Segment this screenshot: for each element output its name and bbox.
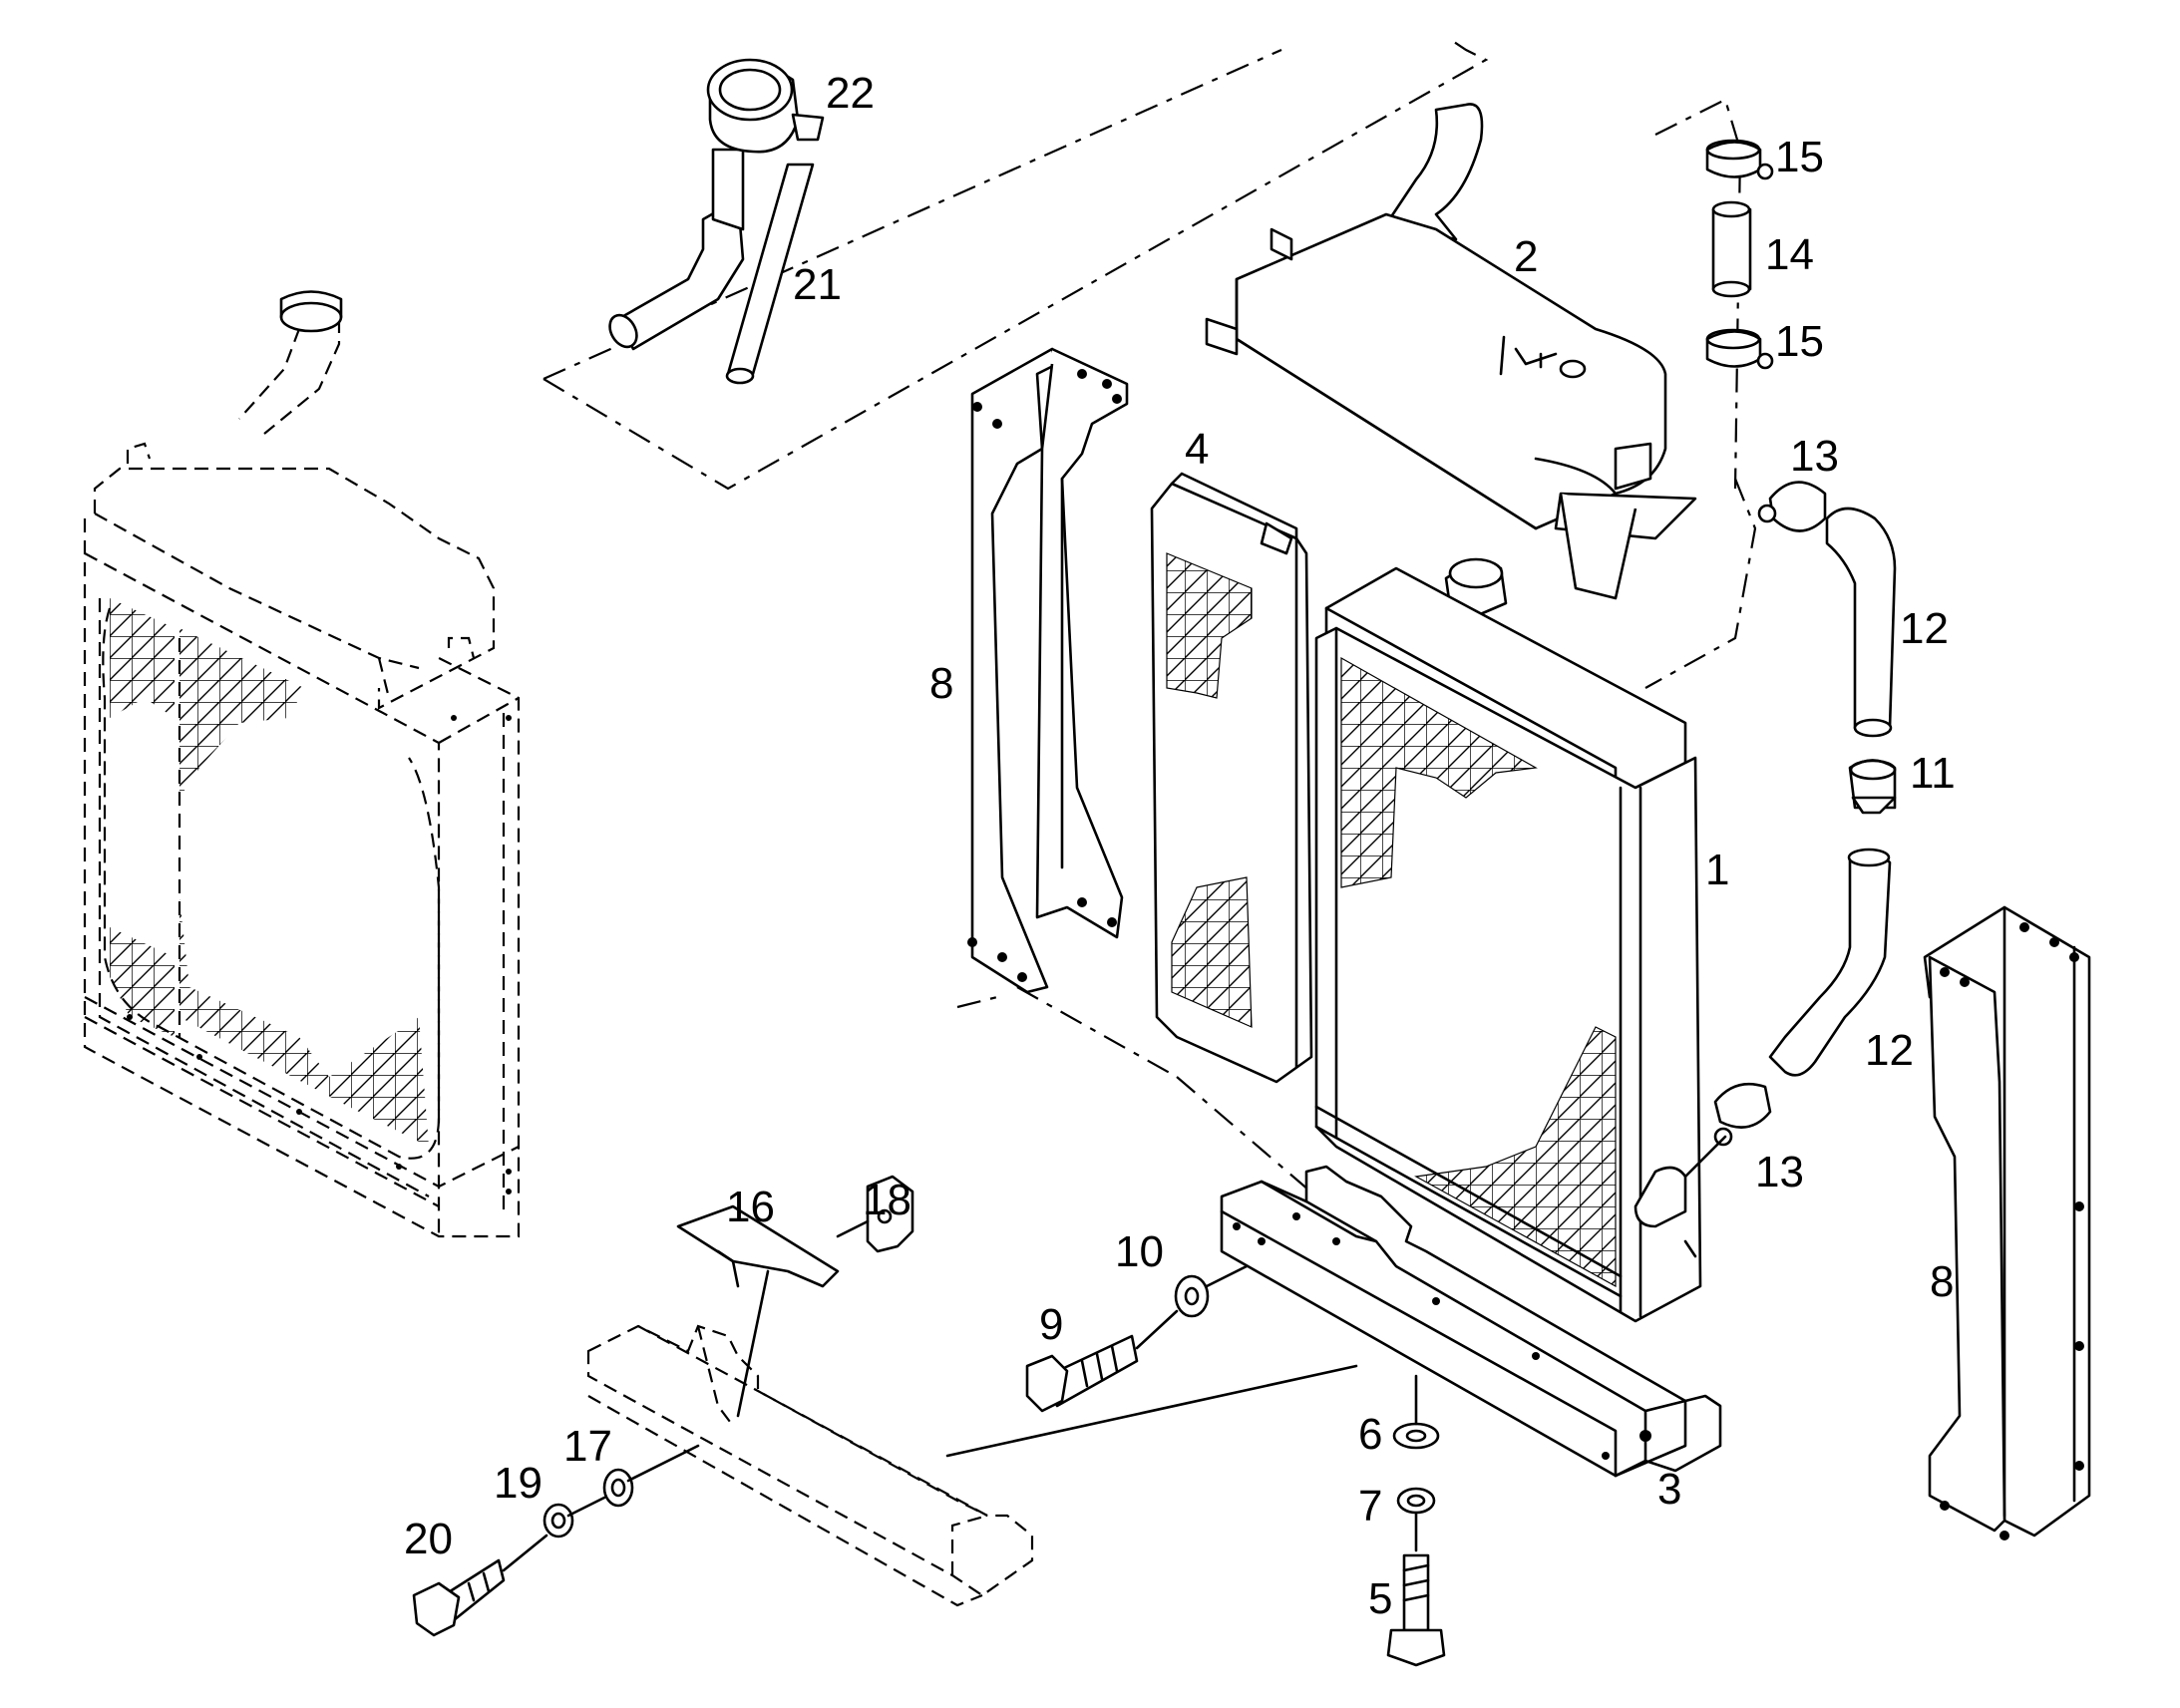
side-bracket-right [1923, 905, 2091, 1540]
lower-bracket [945, 1165, 1722, 1478]
callout-13-lower: 13 [1755, 1148, 1804, 1196]
callout-9: 9 [1039, 1300, 1063, 1349]
hose-group [1683, 139, 1897, 1179]
callout-15-lower: 15 [1775, 317, 1824, 366]
callout-7: 7 [1358, 1482, 1382, 1531]
callout-10: 10 [1115, 1227, 1164, 1276]
callout-13-upper: 13 [1790, 432, 1839, 481]
callout-20: 20 [404, 1515, 453, 1563]
callout-2: 2 [1514, 232, 1538, 281]
lower-left-assembly [412, 1175, 1034, 1637]
callout-5: 5 [1368, 1574, 1392, 1623]
side-bracket-left [967, 347, 1129, 994]
filler-neck-group [543, 39, 1489, 491]
callout-16: 16 [726, 1183, 775, 1231]
fasteners-right [1025, 1264, 1446, 1667]
assembled-radiator-view [83, 290, 521, 1238]
callout-4: 4 [1185, 425, 1209, 474]
radiator-core [1314, 557, 1702, 1323]
callout-8-left: 8 [929, 659, 953, 708]
oil-cooler [1150, 472, 1313, 1084]
callout-12-upper: 12 [1900, 604, 1949, 653]
top-tank [1205, 103, 1697, 600]
callout-14: 14 [1765, 230, 1814, 279]
callout-22: 22 [826, 69, 875, 118]
callout-15-upper: 15 [1775, 133, 1824, 181]
callout-12-lower: 12 [1865, 1026, 1914, 1075]
callout-8-right: 8 [1930, 1257, 1954, 1306]
callout-6: 6 [1358, 1410, 1382, 1459]
callout-18: 18 [863, 1176, 911, 1224]
callout-1: 1 [1705, 846, 1729, 894]
callout-3: 3 [1657, 1465, 1681, 1514]
callout-labels: 1 2 3 4 5 6 7 8 8 9 10 11 12 12 13 13 14… [404, 69, 1956, 1623]
callout-17: 17 [563, 1422, 612, 1471]
callout-21: 21 [793, 260, 842, 309]
callout-11: 11 [1910, 749, 1956, 798]
callout-19: 19 [494, 1459, 543, 1508]
